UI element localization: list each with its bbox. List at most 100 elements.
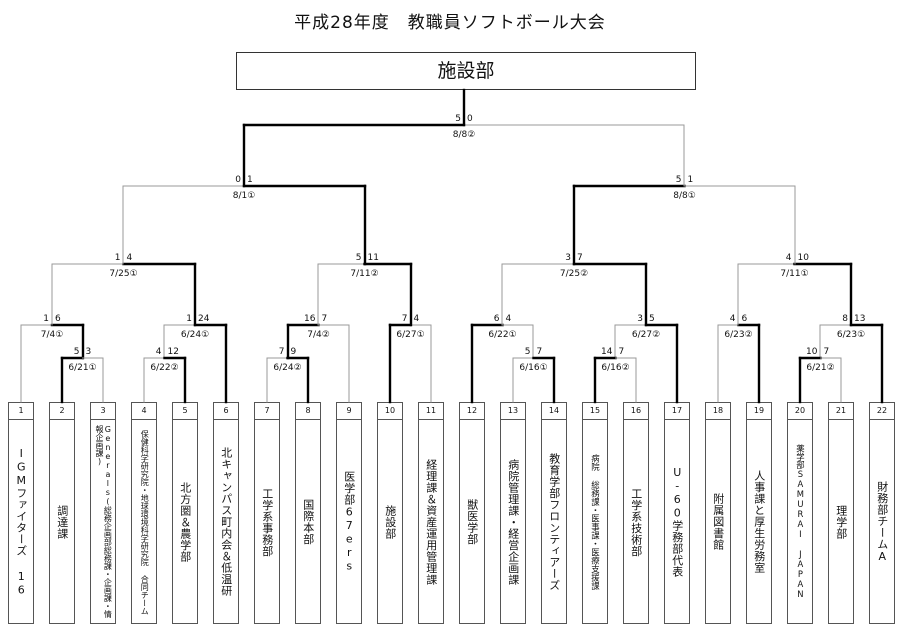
team-name: 北方圏＆農学部 (178, 481, 192, 563)
score-left: 5 (455, 114, 461, 124)
score-right: 4 (127, 253, 133, 263)
team-name: 教育学部フロンティアーズ (547, 453, 561, 591)
team-number: 14 (542, 403, 566, 420)
score-left: 3 (565, 253, 571, 263)
score-left: 14 (601, 347, 613, 357)
match-date: 7/4② (307, 330, 330, 340)
score-right: 6 (55, 314, 61, 324)
team-number: 5 (173, 403, 197, 420)
score-left: 1 (186, 314, 192, 324)
team-name: 工学系事務部 (260, 487, 274, 557)
team-name: 附属図書館 (711, 493, 725, 551)
score-left: 8 (842, 314, 848, 324)
team-number: 7 (255, 403, 279, 420)
match-date: 8/1① (233, 191, 256, 201)
team-name: IGMファイターズ 16 (14, 447, 28, 597)
score-right: 7 (537, 347, 543, 357)
match-date: 6/16① (519, 363, 547, 373)
score-right: 4 (506, 314, 512, 324)
team-number: 17 (665, 403, 689, 420)
team-entry-9: 9 医学部67ers (336, 402, 362, 624)
score-right: 7 (824, 347, 830, 357)
team-number: 11 (419, 403, 443, 420)
team-number: 3 (91, 403, 115, 420)
page-title: 平成28年度 教職員ソフトボール大会 (294, 13, 606, 33)
match-date: 6/21② (806, 363, 834, 373)
team-number: 12 (460, 403, 484, 420)
score-left: 7 (402, 314, 408, 324)
team-number: 19 (747, 403, 771, 420)
team-entry-14: 14 教育学部フロンティアーズ (541, 402, 567, 624)
team-number: 1 (9, 403, 33, 420)
team-number: 13 (501, 403, 525, 420)
team-number: 18 (706, 403, 730, 420)
team-name: 獣医学部 (465, 499, 479, 545)
match-date: 7/4① (41, 330, 64, 340)
match-date: 8/8② (453, 130, 476, 140)
score-right: 10 (798, 253, 810, 263)
match-date: 6/24② (273, 363, 301, 373)
score-right: 1 (247, 175, 253, 185)
score-right: 9 (291, 347, 297, 357)
match-date: 6/24① (181, 330, 209, 340)
team-number: 22 (870, 403, 894, 420)
score-left: 5 (525, 347, 531, 357)
match-date: 6/27② (632, 330, 660, 340)
score-left: 7 (279, 347, 285, 357)
score-right: 24 (198, 314, 210, 324)
score-left: 3 (637, 314, 643, 324)
team-name: U-60学務部代表 (670, 466, 684, 578)
team-number: 2 (50, 403, 74, 420)
champion-box: 施設部 (236, 52, 696, 90)
team-number: 20 (788, 403, 812, 420)
team-name: 国際本部 (301, 499, 315, 545)
score-left: 1 (115, 253, 121, 263)
team-number: 4 (132, 403, 156, 420)
team-name: 医学部67ers (342, 471, 356, 573)
team-number: 9 (337, 403, 361, 420)
team-name: Generals(総務企画部総務課・企画課・情報企画課) (95, 425, 113, 618)
score-left: 4 (786, 253, 792, 263)
team-name: 病院 総務課・医事課・医療支援課 (590, 454, 601, 590)
team-number: 10 (378, 403, 402, 420)
score-left: 6 (494, 314, 500, 324)
score-right: 3 (86, 347, 92, 357)
team-name: 理学部 (834, 504, 848, 540)
score-right: 6 (742, 314, 748, 324)
score-left: 4 (156, 347, 162, 357)
score-left: 1 (43, 314, 49, 324)
score-right: 0 (467, 114, 473, 124)
score-left: 5 (74, 347, 80, 357)
match-date: 6/21① (68, 363, 96, 373)
team-name: 薬学部SAMURAI JAPAN (795, 444, 806, 600)
team-entry-5: 5 北方圏＆農学部 (172, 402, 198, 624)
score-right: 7 (619, 347, 625, 357)
score-left: 4 (730, 314, 736, 324)
team-name: 北キャンパス町内会＆低温研 (219, 447, 233, 597)
match-date: 6/23② (724, 330, 752, 340)
match-date: 6/23① (837, 330, 865, 340)
score-right: 12 (168, 347, 179, 357)
team-entry-10: 10 施設部 (377, 402, 403, 624)
score-right: 7 (322, 314, 328, 324)
team-name: 施設部 (383, 504, 397, 540)
score-right: 5 (649, 314, 655, 324)
score-right: 7 (577, 253, 583, 263)
match-date: 6/27① (396, 330, 424, 340)
score-left: 10 (806, 347, 818, 357)
team-name: 保健科学研究院・地球環境科学研究院 合同チーム (140, 429, 150, 615)
match-date: 7/11② (350, 269, 378, 279)
score-right: 1 (688, 175, 694, 185)
match-date: 7/25② (560, 269, 588, 279)
team-name: 財務部チームA (875, 480, 889, 564)
score-left: 5 (356, 253, 362, 263)
team-number: 15 (583, 403, 607, 420)
match-date: 6/22② (150, 363, 178, 373)
score-left: 0 (235, 175, 241, 185)
score-right: 11 (368, 253, 379, 263)
team-name: 工学系技術部 (629, 487, 643, 557)
score-left: 16 (304, 314, 316, 324)
